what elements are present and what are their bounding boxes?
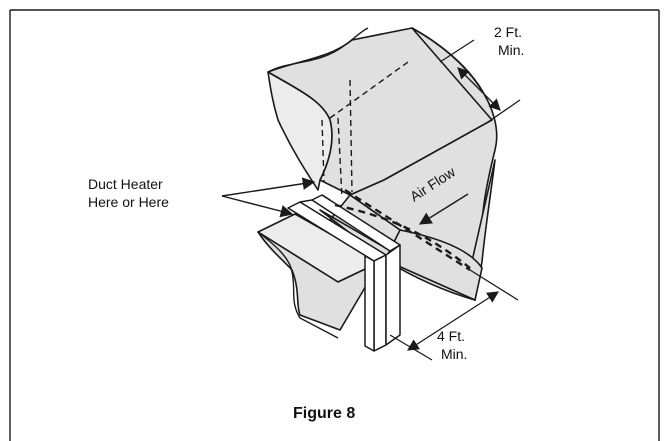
dimension-bottom bbox=[389, 269, 519, 361]
dim-top-line1: 2 Ft. bbox=[494, 24, 522, 40]
heater-pointer-arrows bbox=[221, 177, 316, 218]
heater-flange bbox=[287, 194, 401, 352]
horizontal-duct bbox=[319, 159, 496, 301]
heater-label-line1: Duct Heater bbox=[88, 176, 163, 192]
heater-label-line2: Here or Here bbox=[88, 194, 169, 210]
dim-top-line2: Min. bbox=[498, 42, 524, 58]
frame-border bbox=[9, 9, 660, 441]
dimension-top bbox=[439, 39, 521, 123]
figure-caption: Figure 8 bbox=[293, 405, 355, 422]
dashed-edges bbox=[321, 61, 471, 272]
left-duct bbox=[257, 213, 381, 339]
dim-bottom-line1: 4 Ft. bbox=[437, 328, 465, 344]
dim-bottom-line2: Min. bbox=[441, 346, 467, 362]
airflow-arrow bbox=[418, 193, 469, 225]
